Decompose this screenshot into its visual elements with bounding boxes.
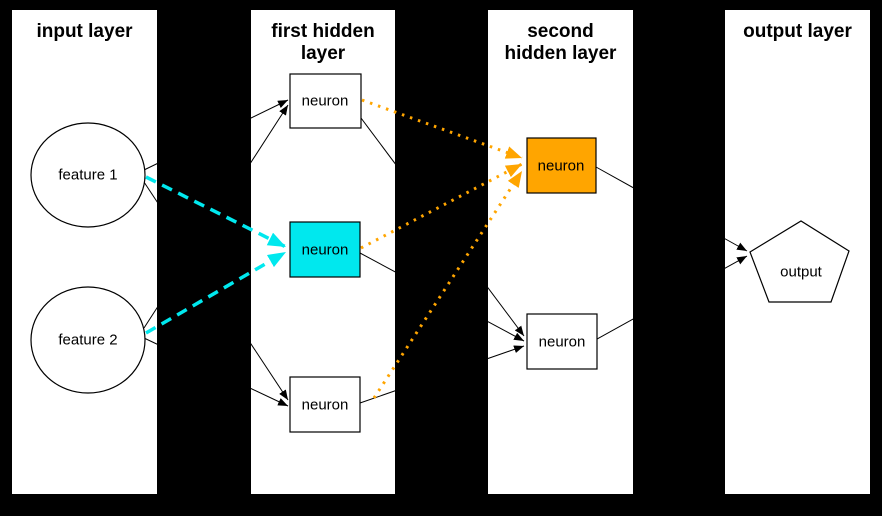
node-output [749,220,850,303]
panel-title-first-hidden-layer: first hidden layer [251,10,395,65]
edge-h1-top-to-h2-bottom [360,117,525,337]
edge-h1-middle-to-h2-top-highlight [360,162,523,250]
edge-h2-top-to-output [595,166,748,252]
node-h2-neuron-top [526,137,597,194]
panel-second-hidden-layer: second hidden layer [488,10,633,494]
panel-title-line: first hidden [271,21,375,42]
panel-title-line: layer [300,43,346,64]
node-h2-neuron-bottom [526,313,598,370]
panel-title-line: hidden layer [504,43,617,64]
panel-title-input-layer: input layer [12,10,157,43]
panel-input-layer: input layer [12,10,157,494]
node-feature-1-label: feature 1 [58,167,117,184]
node-output-label: output [780,264,823,281]
panel-title-line: output layer [743,21,852,42]
edge-h2-bottom-to-output [596,255,748,340]
edge-feature2-to-h1-bottom [143,337,289,407]
edge-h1-bottom-to-h2-bottom [359,345,525,404]
node-h1-neuron-bottom-label: neuron [302,397,349,414]
node-feature-2 [30,286,146,394]
node-h1-neuron-top-label: neuron [302,93,349,110]
node-h1-neuron-bottom [289,376,361,433]
panel-title-line: second [527,21,594,42]
node-h1-neuron-middle-label: neuron [302,242,349,259]
node-h1-neuron-top [289,73,362,129]
edge-feature1-to-h1-middle-highlight [145,175,287,249]
node-h2-neuron-bottom-label: neuron [539,334,586,351]
edge-h1-bottom-to-h2-top-highlight [372,170,524,399]
edge-feature2-to-h1-middle-highlight [145,250,287,335]
panel-title-output-layer: output layer [725,10,870,43]
node-feature-2-label: feature 2 [58,332,117,349]
node-feature-1 [30,122,146,228]
panel-title-second-hidden-layer: second hidden layer [488,10,633,65]
node-h1-neuron-middle [289,221,361,278]
edge-h1-middle-to-h2-bottom [359,252,525,342]
edge-h1-top-to-h2-top-highlight [361,98,523,160]
node-h2-neuron-top-label: neuron [538,158,585,175]
edge-feature1-to-h1-top [143,99,289,171]
edge-feature2-to-h1-top [143,104,289,329]
panel-title-line: input layer [36,21,133,42]
